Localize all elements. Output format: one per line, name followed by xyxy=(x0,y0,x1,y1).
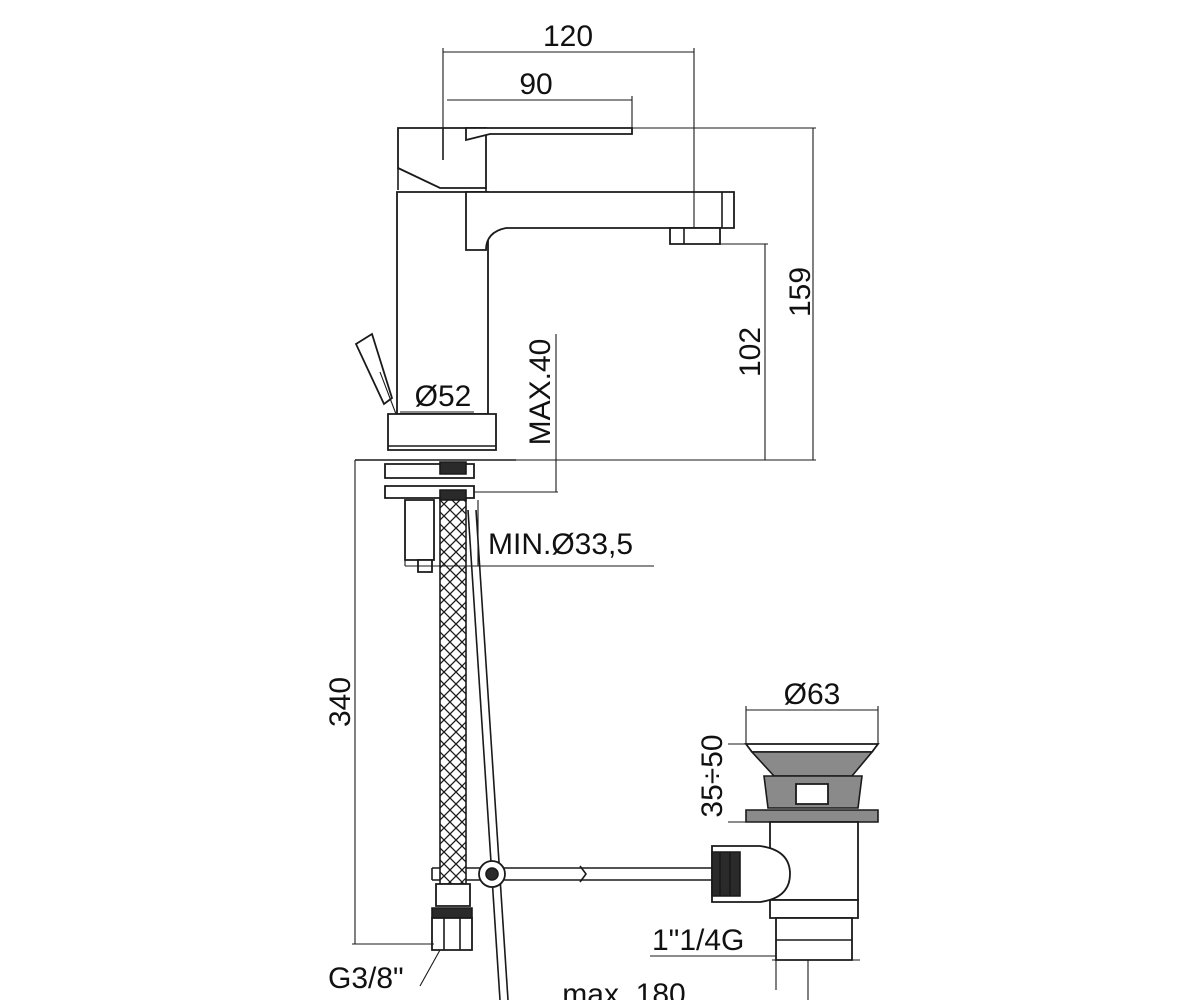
label-max-180: max. 180 xyxy=(562,978,685,1000)
label-dia-63: Ø63 xyxy=(784,678,841,711)
label-min-hole: MIN.Ø33,5 xyxy=(488,528,633,561)
label-height-159: 159 xyxy=(784,267,817,317)
label-range-35-50: 35÷50 xyxy=(696,734,729,817)
flexible-hose xyxy=(431,499,473,951)
dimension-lines xyxy=(352,48,879,1000)
label-width-90: 90 xyxy=(519,68,552,101)
label-dia-52: Ø52 xyxy=(415,380,472,413)
popup-rod xyxy=(431,509,712,1000)
fixing-assembly xyxy=(355,459,516,573)
label-thread-114: 1"1/4G xyxy=(652,924,744,957)
label-max-40: MAX.40 xyxy=(524,339,557,446)
label-width-120: 120 xyxy=(543,20,593,53)
label-hose-340: 340 xyxy=(324,677,357,727)
label-height-102: 102 xyxy=(734,327,767,377)
faucet-body xyxy=(354,127,735,451)
popup-waste xyxy=(711,743,880,961)
label-thread-g38: G3/8" xyxy=(328,962,404,995)
